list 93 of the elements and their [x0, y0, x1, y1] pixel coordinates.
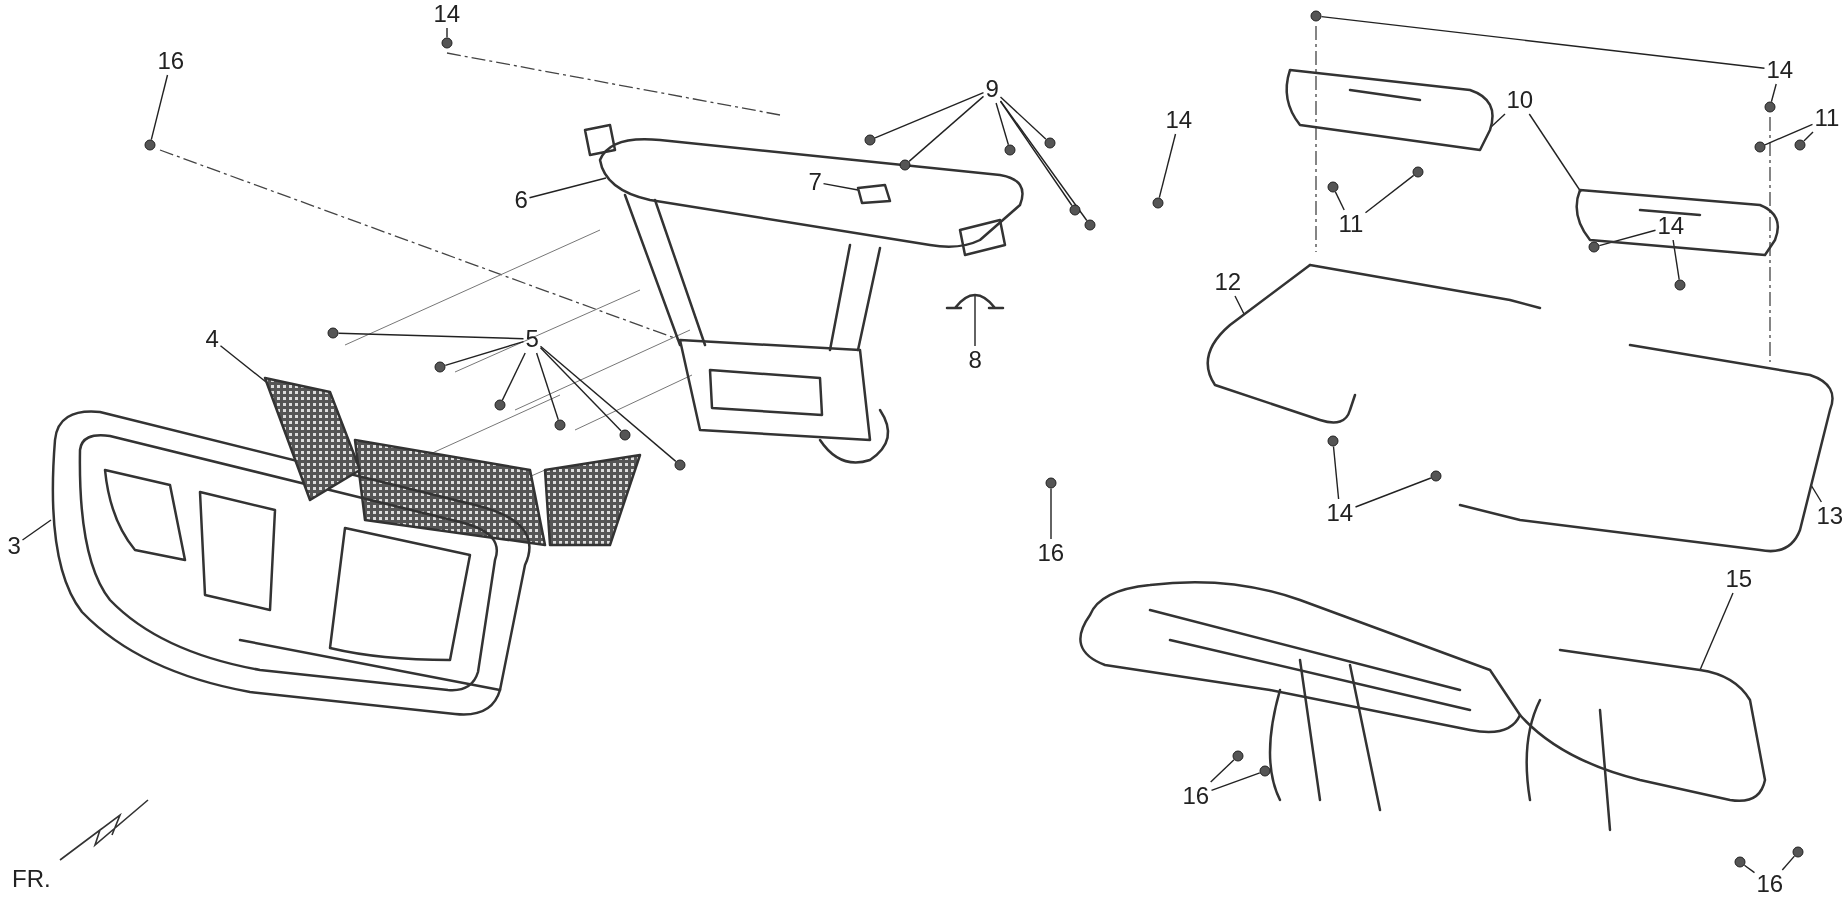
grille-drawing	[263, 376, 362, 502]
callout-number: 4	[205, 326, 219, 352]
leader-line	[999, 100, 1088, 222]
leader-line	[539, 347, 622, 432]
leader-line	[1699, 592, 1734, 671]
leader-line	[219, 345, 267, 383]
bolt-head	[1674, 279, 1686, 291]
bolt-head	[554, 419, 566, 431]
callout-number: 11	[1814, 105, 1840, 131]
leader-line	[974, 295, 976, 347]
callout-number: 5	[525, 326, 539, 352]
callout-number: 16	[1037, 540, 1065, 566]
bolt-head	[1084, 219, 1096, 231]
leader-line	[1158, 133, 1177, 199]
bolt-head	[434, 361, 446, 373]
direction-label: FR.	[12, 866, 51, 892]
leader-line	[446, 27, 448, 39]
leader-line	[1364, 174, 1415, 214]
front-rack-drawing	[583, 123, 1024, 464]
bolt-head	[1152, 197, 1164, 209]
leader-line	[1354, 477, 1432, 508]
callout-number: 6	[514, 187, 528, 213]
bolt-head	[1754, 141, 1766, 153]
callout-number: 13	[1816, 503, 1844, 529]
callout-number: 16	[1182, 783, 1210, 809]
leader-line	[539, 345, 677, 463]
leader-line	[150, 74, 169, 141]
callout-number: 11	[1338, 211, 1364, 237]
bolt-head	[144, 139, 156, 151]
leader-line	[1743, 864, 1756, 874]
leader-line	[1210, 772, 1261, 792]
leader-line	[1598, 229, 1657, 247]
bracket-drawing	[1575, 188, 1780, 257]
tube-bar-drawing	[1206, 263, 1542, 424]
leader-line	[535, 352, 559, 421]
bolt-head	[674, 459, 686, 471]
leader-line	[999, 96, 1047, 140]
callout-number: 16	[157, 48, 185, 74]
bolt-head	[1588, 241, 1600, 253]
leader-line	[337, 332, 525, 340]
leader-line	[1770, 83, 1777, 103]
front-bumper-drawing	[51, 410, 531, 716]
callout-number: 14	[1657, 213, 1685, 239]
callout-number: 10	[1506, 87, 1534, 113]
callout-number: 12	[1214, 269, 1242, 295]
callout-number: 8	[968, 347, 982, 373]
bolt-head	[1069, 204, 1081, 216]
leader-line	[1672, 239, 1680, 281]
leader-line	[908, 95, 985, 163]
leader-line	[1490, 113, 1506, 128]
bolt-head	[1430, 470, 1442, 482]
leader-line	[21, 519, 52, 541]
bolt-head	[1794, 139, 1806, 151]
leader-line	[995, 102, 1010, 146]
callout-number: 3	[7, 533, 21, 559]
leader-line	[528, 177, 607, 199]
leader-line	[1210, 759, 1235, 783]
leader-line	[999, 100, 1073, 207]
leader-line	[1528, 113, 1582, 193]
leader-line	[1332, 445, 1340, 500]
leader-line	[1781, 855, 1796, 871]
bolt-head	[494, 399, 506, 411]
leader-line	[874, 91, 985, 139]
bracket-drawing	[1285, 68, 1494, 152]
leader-line	[444, 340, 525, 367]
leader-line	[1234, 295, 1245, 315]
bolt-head	[1734, 856, 1746, 868]
leader-line	[822, 182, 859, 191]
leader-line	[1050, 487, 1052, 540]
bolt-head	[1764, 101, 1776, 113]
bolt-head	[1792, 846, 1804, 858]
callout-number: 15	[1725, 566, 1753, 592]
callout-number: 14	[433, 1, 461, 27]
bolt-head	[1310, 10, 1322, 22]
callout-number: 16	[1756, 871, 1784, 897]
leader-line	[1320, 15, 1766, 69]
bolt-head	[1327, 435, 1339, 447]
leader-line	[1334, 191, 1345, 211]
leader-line	[501, 352, 526, 401]
bolt-head	[1044, 137, 1056, 149]
leader-line	[1803, 131, 1814, 142]
bolt-head	[1412, 166, 1424, 178]
callout-number: 14	[1165, 107, 1193, 133]
bolt-head	[441, 37, 453, 49]
callout-number: 14	[1326, 500, 1354, 526]
callout-number: 7	[808, 169, 822, 195]
leader-line	[1764, 123, 1814, 146]
bolt-head	[327, 327, 339, 339]
callout-number: 14	[1766, 57, 1794, 83]
leader-line	[1810, 484, 1823, 503]
bolt-head	[1045, 477, 1057, 489]
callout-number: 9	[985, 76, 999, 102]
bolt-head	[1327, 181, 1339, 193]
